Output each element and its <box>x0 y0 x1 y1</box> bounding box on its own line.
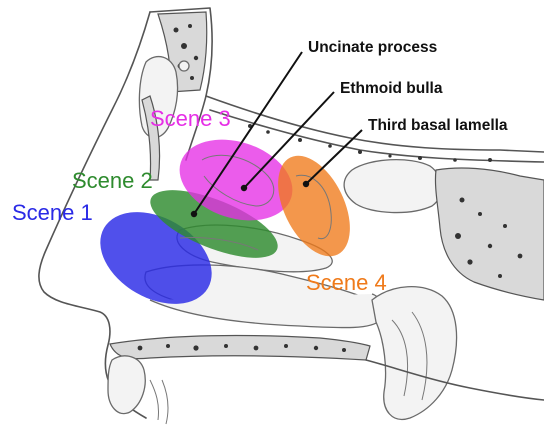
lamella-marker-dot <box>303 181 309 187</box>
incisor-outline <box>150 380 159 420</box>
nasopharynx <box>372 287 457 420</box>
ethmoid-bulla-label: Ethmoid bulla <box>340 80 443 97</box>
bulla-marker-dot <box>241 185 247 191</box>
scene-4-label: Scene 4 <box>306 270 387 295</box>
sphenoid-body <box>435 168 544 300</box>
incisor-outline-2 <box>162 380 168 424</box>
uncinate-process-label: Uncinate process <box>308 39 437 56</box>
scene-3-label: Scene 3 <box>150 106 231 131</box>
sphenoid-sinus <box>344 160 441 213</box>
frontal-recess <box>179 61 189 71</box>
scene-2-label: Scene 2 <box>72 168 153 193</box>
uncinate-marker-dot <box>191 211 197 217</box>
hard-palate <box>110 336 370 360</box>
third-basal-lamella-label: Third basal lamella <box>368 117 508 134</box>
scene-1-label: Scene 1 <box>12 200 93 225</box>
upper-lip <box>108 356 145 414</box>
